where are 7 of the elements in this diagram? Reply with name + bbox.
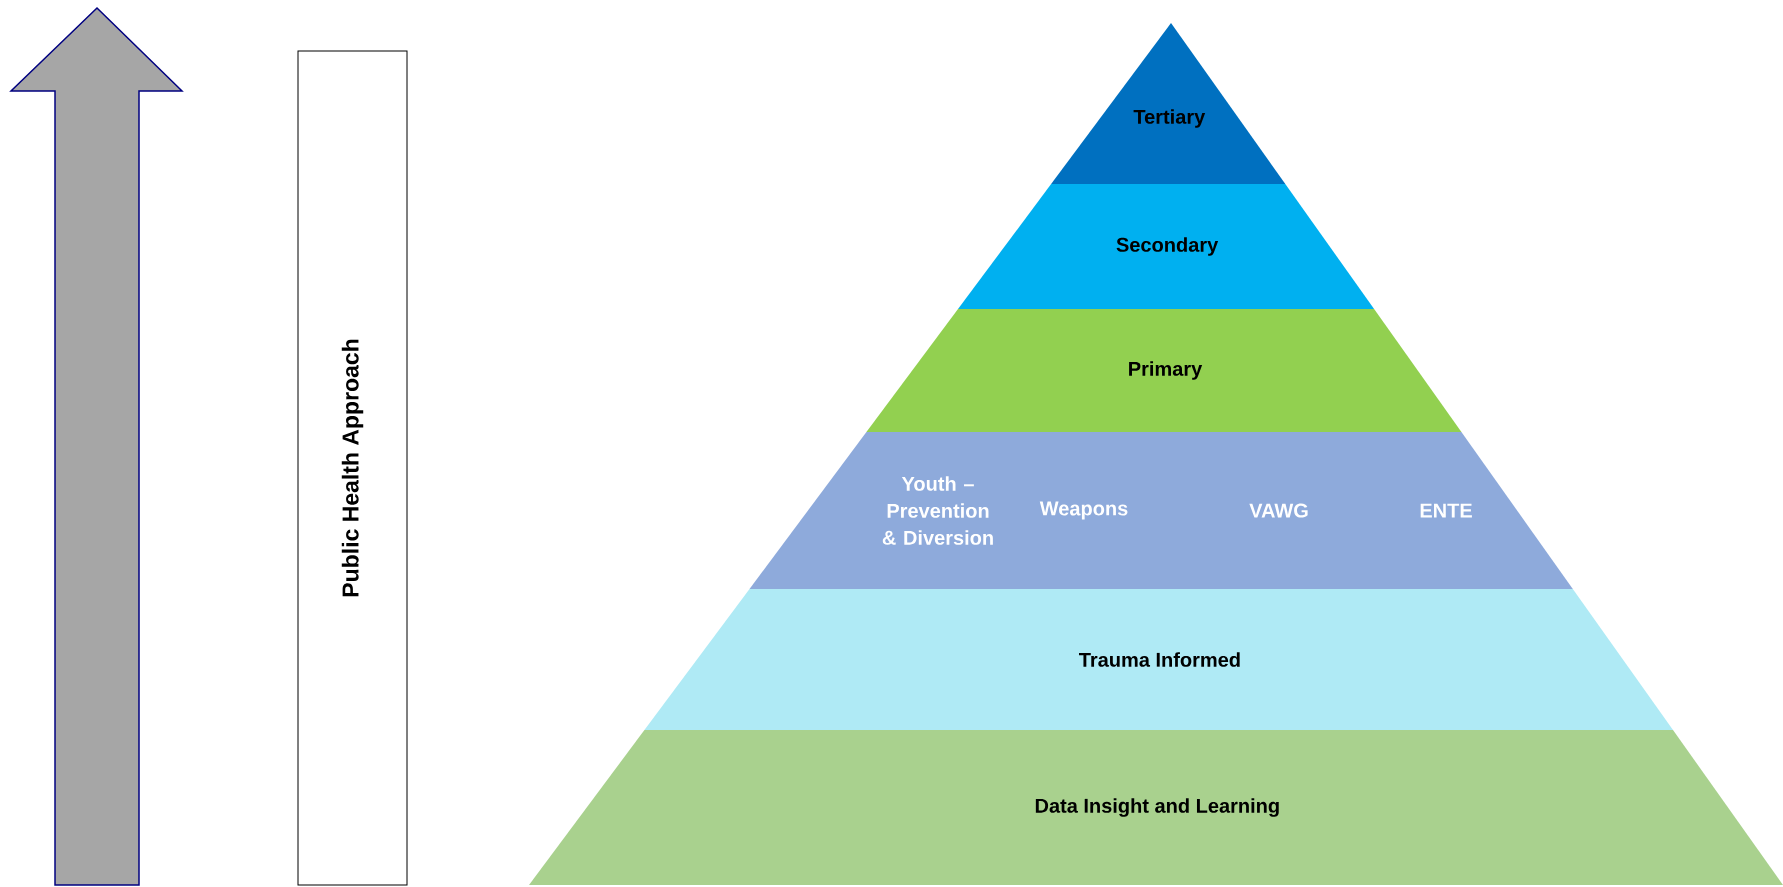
pyramid-level: Tertiary (1051, 23, 1286, 184)
pyramid-level: Youth – Prevention & Diversion Weapons VAWG ENTE (749, 432, 1573, 589)
pyramid-level: Primary (866, 309, 1462, 432)
pyramid-level: Data Insight and Learning (529, 730, 1783, 885)
label-box: Public Health Approach (297, 50, 408, 886)
pyramid-level: Trauma Informed (644, 589, 1673, 730)
pyramid-level: Secondary (958, 184, 1375, 309)
